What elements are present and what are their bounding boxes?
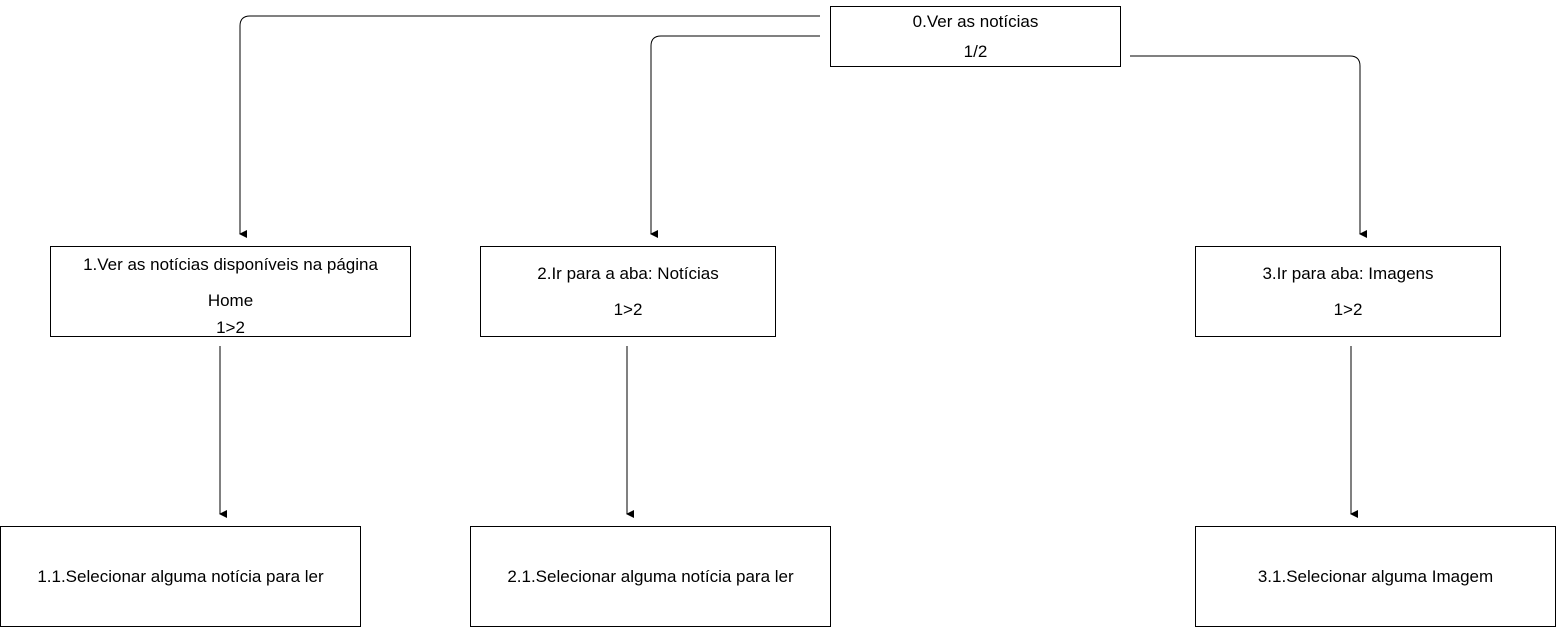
node-root-title: 0.Ver as notícias xyxy=(912,12,1039,31)
node-3-1-title: 3.1.Selecionar alguma Imagem xyxy=(1257,566,1494,586)
node-root: 0.Ver as notícias 1/2 xyxy=(830,6,1121,67)
node-2-title: 2.Ir para a aba: Notícias xyxy=(537,263,719,283)
node-3-sub: 1>2 xyxy=(1333,299,1363,319)
edge-root-to-n2 xyxy=(650,35,820,238)
node-2-sub: 1>2 xyxy=(613,299,643,319)
node-2-1-title: 2.1.Selecionar alguma notícia para ler xyxy=(507,566,794,586)
node-1-sub: 1>2 xyxy=(216,318,245,337)
node-1-1-title: 1.1.Selecionar alguma notícia para ler xyxy=(37,566,324,586)
edge-root-to-n1 xyxy=(239,15,820,238)
node-1-1: 1.1.Selecionar alguma notícia para ler xyxy=(0,526,361,627)
node-root-sub: 1/2 xyxy=(963,42,988,61)
node-3: 3.Ir para aba: Imagens 1>2 xyxy=(1195,246,1501,337)
node-1: 1.Ver as notícias disponíveis na página … xyxy=(50,246,411,337)
node-3-1: 3.1.Selecionar alguma Imagem xyxy=(1195,526,1556,627)
node-2: 2.Ir para a aba: Notícias 1>2 xyxy=(480,246,776,337)
node-1-line1: 1.Ver as notícias disponíveis na página xyxy=(83,255,378,274)
edge-root-to-n3 xyxy=(1130,55,1367,238)
node-2-1: 2.1.Selecionar alguma notícia para ler xyxy=(470,526,831,627)
node-3-title: 3.Ir para aba: Imagens xyxy=(1262,263,1434,283)
node-1-line2: Home xyxy=(207,291,254,310)
